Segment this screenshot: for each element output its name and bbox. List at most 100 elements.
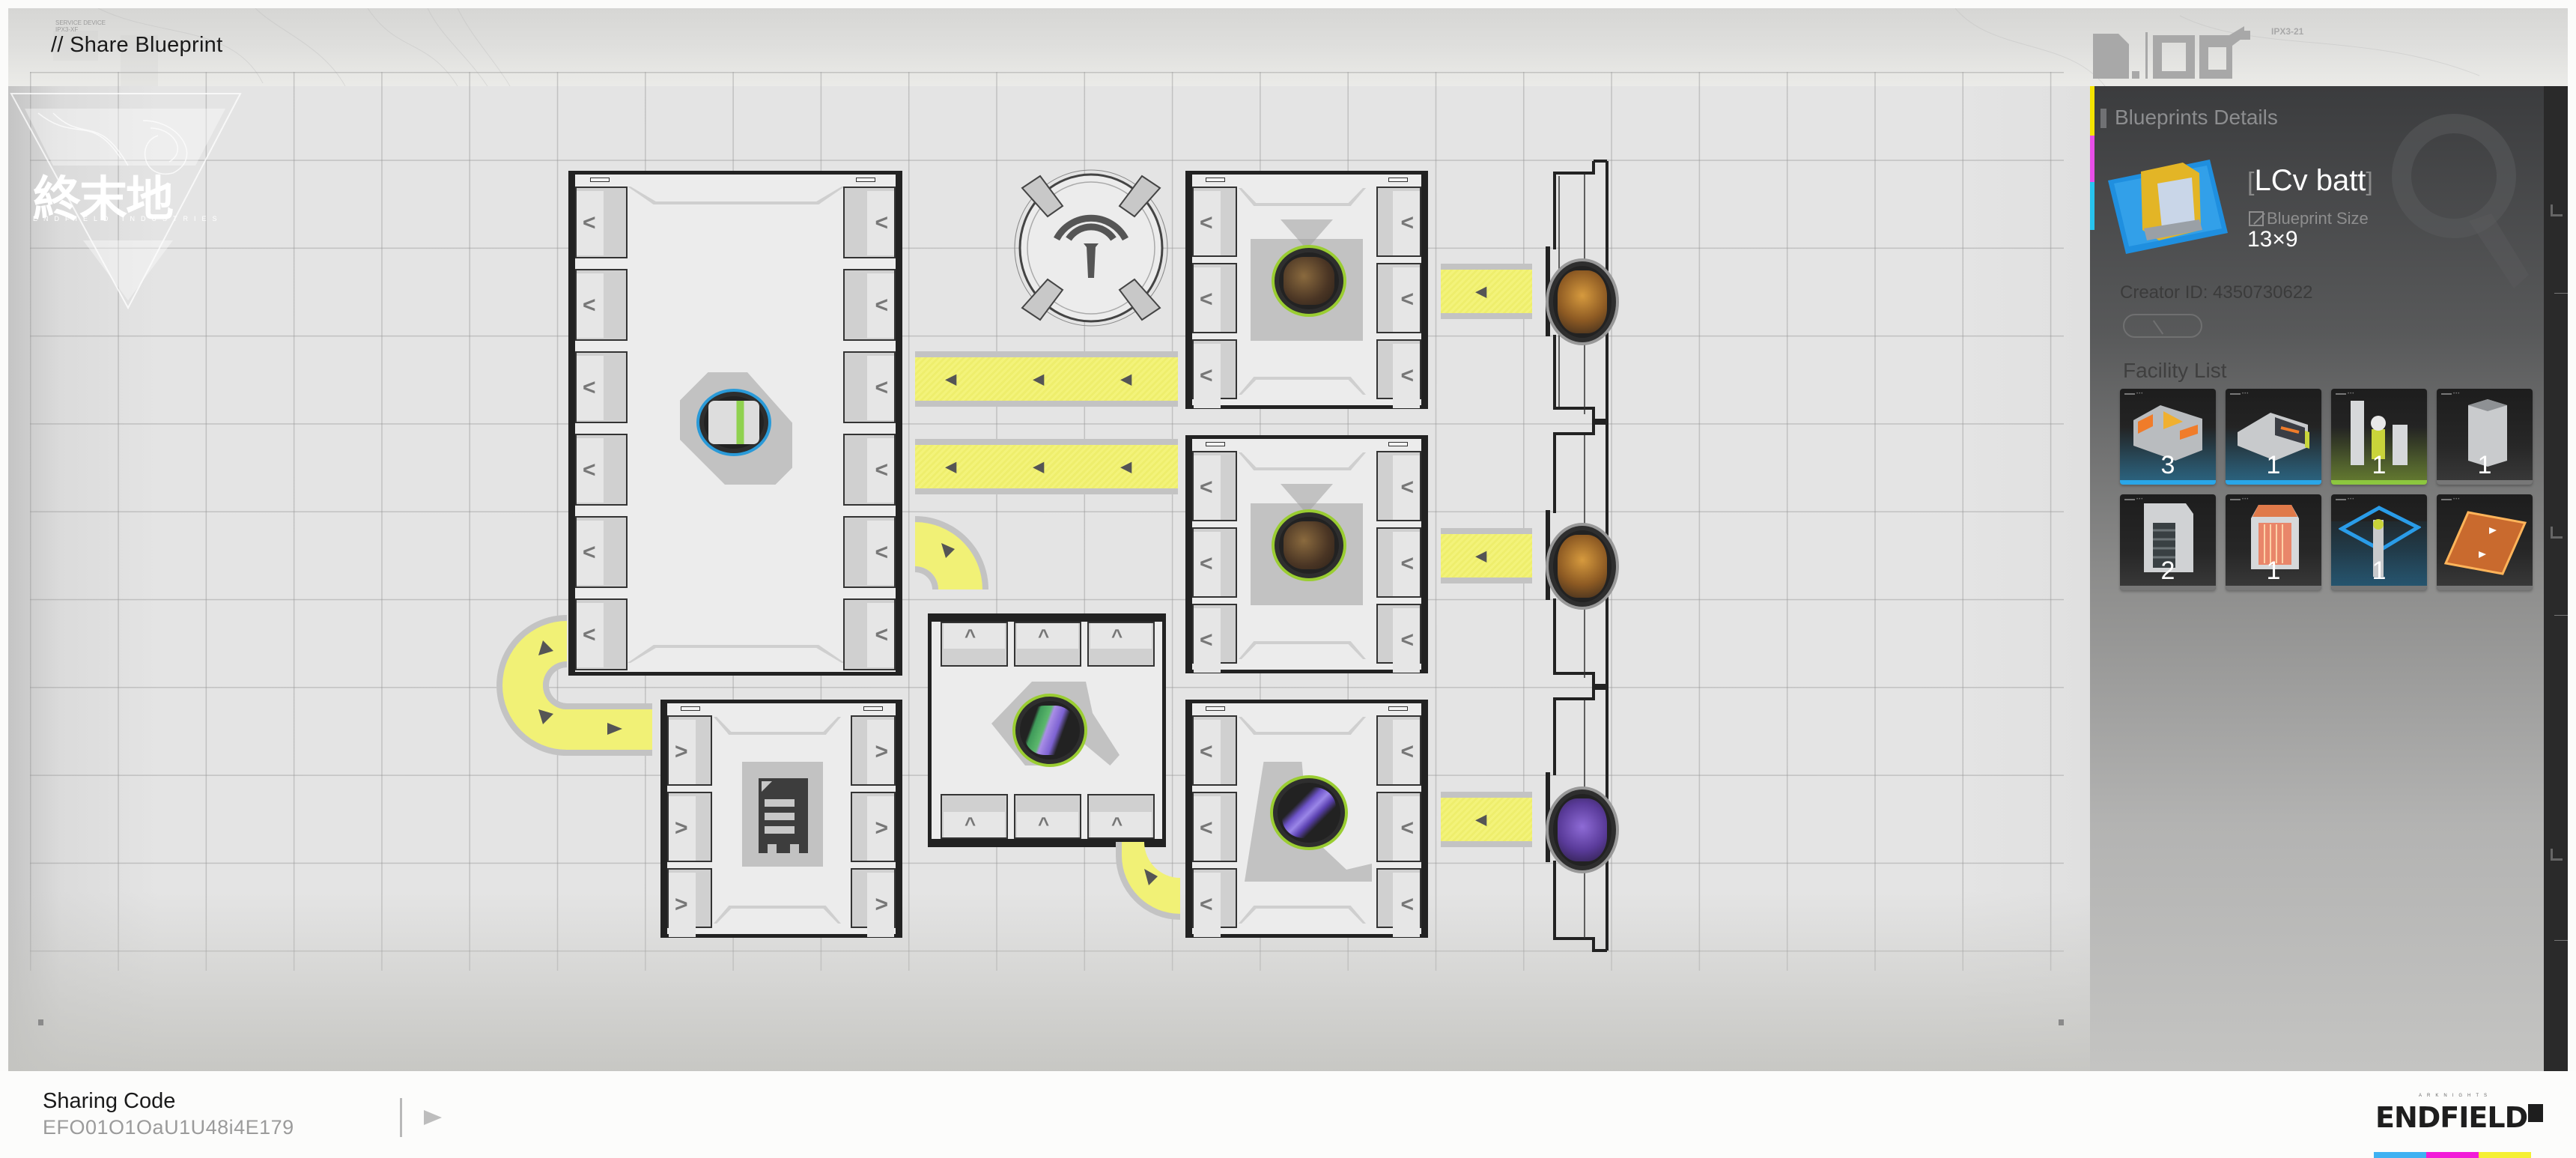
accent-bar-yellow — [2090, 86, 2094, 136]
relay-tower-icon[interactable] — [1009, 166, 1173, 330]
input-port: < — [1192, 451, 1237, 521]
card-accent — [2226, 480, 2321, 485]
facility-card-refining-unit[interactable]: ••• 3 — [2120, 389, 2216, 485]
facility-card-storage-box[interactable]: ••• 1 — [2437, 389, 2533, 485]
copy-code-button[interactable] — [424, 1110, 442, 1125]
packaging-unit[interactable]: > > > > > > — [660, 700, 902, 938]
thermal-bank-icon — [2251, 505, 2299, 569]
output-port: > — [851, 868, 896, 937]
input-port: < — [843, 187, 896, 258]
brand-bar-yellow — [2479, 1152, 2531, 1158]
card-topbar — [2336, 393, 2346, 395]
amethyst-fiber-item-icon — [1270, 775, 1348, 850]
input-port: < — [575, 598, 628, 670]
card-dots: ••• — [2453, 392, 2461, 396]
direction-arrow-icon: ◀ — [945, 371, 957, 388]
input-port: < — [575, 351, 628, 423]
building-deco — [1239, 377, 1366, 395]
conveyor-u-turn[interactable] — [483, 610, 663, 760]
blueprint-size-label-text: Blueprint Size — [2267, 209, 2369, 228]
conveyor-belt[interactable]: ◀ ◀ ◀ — [915, 439, 1178, 494]
direction-arrow-icon: ◀ — [1120, 371, 1132, 388]
conveyor-belt[interactable]: ◀ ◀ ◀ — [915, 351, 1178, 407]
card-dots: ••• — [2348, 497, 2355, 502]
card-accent — [2331, 480, 2427, 485]
output-port: ^ — [1014, 794, 1081, 839]
filling-unit-icon — [2238, 413, 2309, 461]
conveyor-curve[interactable] — [907, 506, 997, 603]
refining-unit-2[interactable]: < < < < < < — [1185, 435, 1428, 673]
card-dots: ••• — [2136, 497, 2144, 502]
building-deco — [1239, 641, 1366, 659]
input-port: < — [1376, 715, 1421, 786]
blueprint-frame: SERVICE DEVICE IPX3-XF // Share Blueprin… — [8, 8, 2568, 1071]
amber-ore-item-icon — [1272, 509, 1346, 581]
sharing-code-value[interactable]: EFO01O1OaU1U48i4E179 — [43, 1116, 294, 1139]
conveyor-belt[interactable]: ◀ — [1441, 792, 1532, 847]
header-tag-line-1: SERVICE DEVICE — [55, 19, 106, 26]
input-port: < — [1376, 263, 1421, 333]
facility-card-filling-unit[interactable]: ••• 1 — [2226, 389, 2321, 485]
input-port: < — [575, 187, 628, 258]
edit-button[interactable] — [2123, 314, 2202, 338]
search-watermark-icon — [2392, 114, 2529, 288]
blueprint-name: [LCv batt] — [2247, 164, 2373, 197]
brand-bar-magenta — [2426, 1152, 2479, 1158]
facility-count: 1 — [2372, 557, 2387, 585]
slot-marker — [1206, 706, 1225, 711]
filling-unit[interactable]: ^ ^ ^ ^ ^ ^ — [928, 613, 1166, 847]
details-heading: Blueprints Details — [2115, 106, 2278, 129]
facility-card-thermal-bank[interactable]: ••• 1 — [2226, 494, 2321, 590]
facility-card-conveyor-belt[interactable]: ••• — [2437, 494, 2533, 590]
conveyor-belt-icon — [2443, 511, 2527, 575]
card-accent — [2226, 586, 2321, 590]
building-deco — [714, 717, 841, 735]
panel-side-strip — [2544, 86, 2568, 1071]
building-deco — [1239, 906, 1366, 924]
input-port: < — [1376, 604, 1421, 673]
blueprint-canvas[interactable]: 終末地 ENDFIELD INDUSTRIES < < < < < < < < … — [8, 72, 2090, 1071]
conveyor-belt[interactable]: ◀ — [1441, 528, 1532, 583]
storage-box-icon — [2468, 399, 2507, 467]
output-port: > — [667, 715, 712, 786]
refining-unit-3[interactable]: < < < < < < — [1185, 700, 1428, 938]
facility-count: 1 — [2372, 451, 2387, 479]
grid-corner-marker — [38, 1019, 43, 1025]
facility-card-packaging-unit[interactable]: ••• 2 — [2120, 494, 2216, 590]
conveyor-belt[interactable]: ◀ — [1441, 264, 1532, 319]
facility-count: 2 — [2160, 557, 2175, 585]
blueprint-name-text: LCv batt — [2254, 164, 2366, 197]
direction-arrow-icon: ◀ — [1120, 458, 1132, 476]
input-port: < — [1192, 187, 1237, 257]
slot-marker — [1206, 178, 1225, 182]
input-port: ^ — [1014, 622, 1081, 667]
watermark-sub-text: ENDFIELD INDUSTRIES — [33, 215, 223, 222]
input-port: < — [843, 351, 896, 423]
slot-marker — [863, 706, 883, 711]
facility-count: 1 — [2266, 451, 2281, 479]
refining-unit-1[interactable]: < < < < < < — [1185, 171, 1428, 409]
blueprint-details-panel: Blueprints Details [LCv batt] Blueprint … — [2090, 86, 2568, 1071]
direction-arrow-icon: ◀ — [1033, 371, 1045, 388]
slot-marker — [1388, 706, 1408, 711]
card-accent — [2120, 480, 2216, 485]
conveyor-curve[interactable] — [1098, 839, 1188, 929]
endfield-industries-logo-icon — [10, 93, 242, 310]
input-port: < — [1192, 339, 1237, 408]
battery-item-icon — [696, 389, 771, 456]
output-port: > — [851, 715, 896, 786]
large-storage-building[interactable]: < < < < < < < < < < < < — [568, 171, 902, 676]
slot-marker — [1388, 178, 1408, 182]
input-port: < — [575, 269, 628, 341]
slot-marker — [1388, 442, 1408, 446]
output-port: ^ — [941, 794, 1008, 839]
input-port: < — [575, 434, 628, 506]
input-port: < — [1376, 868, 1421, 937]
card-accent — [2120, 586, 2216, 590]
page-title: // Share Blueprint — [51, 33, 223, 57]
facility-card-protocol-anchor[interactable]: ••• 1 — [2331, 494, 2427, 590]
building-deco — [714, 906, 841, 924]
facility-card-relay-tower[interactable]: ••• 1 — [2331, 389, 2427, 485]
card-topbar — [2230, 499, 2241, 500]
facility-list-heading: Facility List — [2123, 359, 2227, 382]
